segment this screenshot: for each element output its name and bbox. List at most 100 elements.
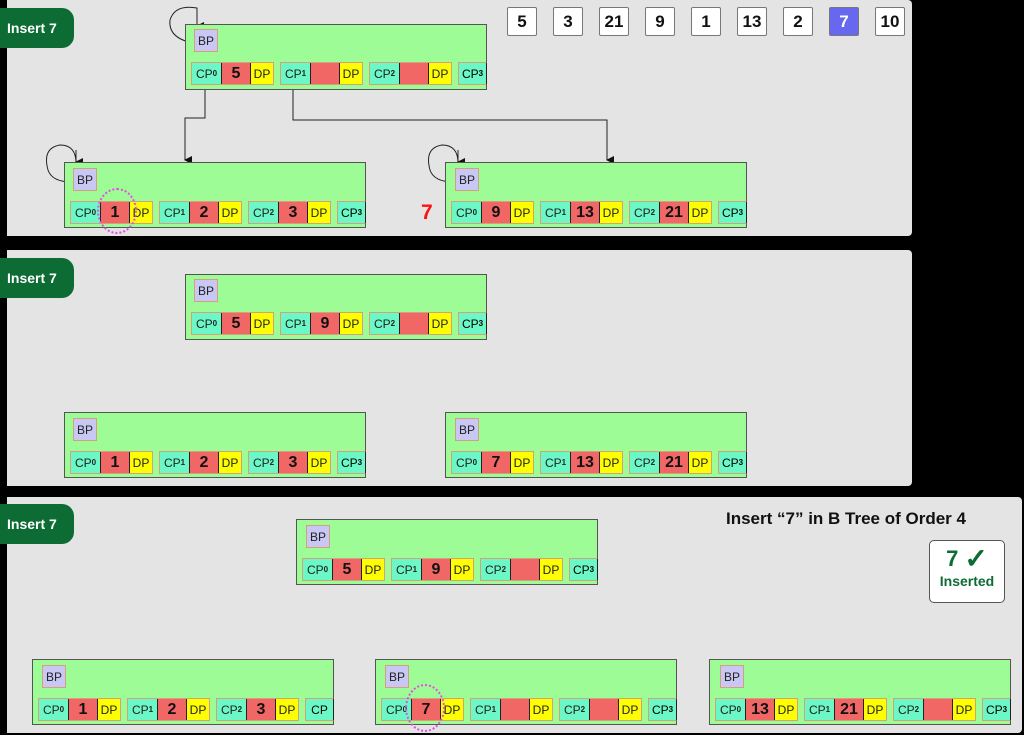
- data-pointer: DP: [250, 313, 273, 334]
- data-pointer: DP: [250, 63, 273, 84]
- key: 9: [310, 313, 339, 334]
- check-icon: ✓: [964, 543, 988, 574]
- key: [310, 63, 339, 84]
- key: 9: [481, 202, 510, 223]
- data-pointer: DP: [599, 202, 622, 223]
- block-pointer: BP: [73, 168, 97, 191]
- data-pointer: DP: [510, 452, 533, 473]
- seq-item: 3: [553, 7, 583, 36]
- child-pointer: CP: [305, 698, 334, 721]
- key: 2: [157, 699, 186, 720]
- key: 5: [221, 63, 250, 84]
- key: [510, 559, 539, 580]
- step-badge: Insert 7: [0, 258, 74, 298]
- data-pointer: DP: [510, 202, 533, 223]
- data-pointer: DP: [339, 313, 362, 334]
- insert-sequence: 5 3 21 9 1 13 2 7 10: [507, 7, 905, 36]
- highlight-circle: [97, 188, 137, 234]
- key: 7: [481, 452, 510, 473]
- block-pointer: BP: [720, 665, 744, 688]
- data-pointer: DP: [186, 699, 209, 720]
- data-pointer: DP: [361, 559, 384, 580]
- seq-item: 9: [645, 7, 675, 36]
- seq-item: 13: [737, 7, 767, 36]
- data-pointer: DP: [529, 699, 552, 720]
- key: [399, 313, 428, 334]
- seq-item-active: 7: [829, 7, 859, 36]
- step-badge-label: Insert 7: [7, 516, 57, 532]
- data-pointer: DP: [307, 452, 330, 473]
- key: 13: [745, 699, 774, 720]
- inserted-label: Inserted: [939, 573, 995, 589]
- pending-key: 7: [421, 201, 433, 224]
- data-pointer: DP: [539, 559, 562, 580]
- data-pointer: DP: [339, 63, 362, 84]
- step-badge: Insert 7: [0, 8, 74, 48]
- data-pointer: DP: [97, 699, 120, 720]
- step-badge-label: Insert 7: [7, 20, 57, 36]
- key: 9: [421, 559, 450, 580]
- key: 3: [278, 452, 307, 473]
- block-pointer: BP: [455, 418, 479, 441]
- data-pointer: DP: [599, 452, 622, 473]
- block-pointer: BP: [306, 525, 330, 548]
- data-pointer: DP: [863, 699, 886, 720]
- key: 21: [659, 202, 688, 223]
- data-pointer: DP: [688, 452, 711, 473]
- data-pointer: DP: [688, 202, 711, 223]
- key: 21: [659, 452, 688, 473]
- key: 3: [246, 699, 275, 720]
- data-pointer: DP: [952, 699, 975, 720]
- step-badge: Insert 7: [0, 504, 74, 544]
- block-pointer: BP: [194, 279, 218, 302]
- key: 13: [570, 452, 599, 473]
